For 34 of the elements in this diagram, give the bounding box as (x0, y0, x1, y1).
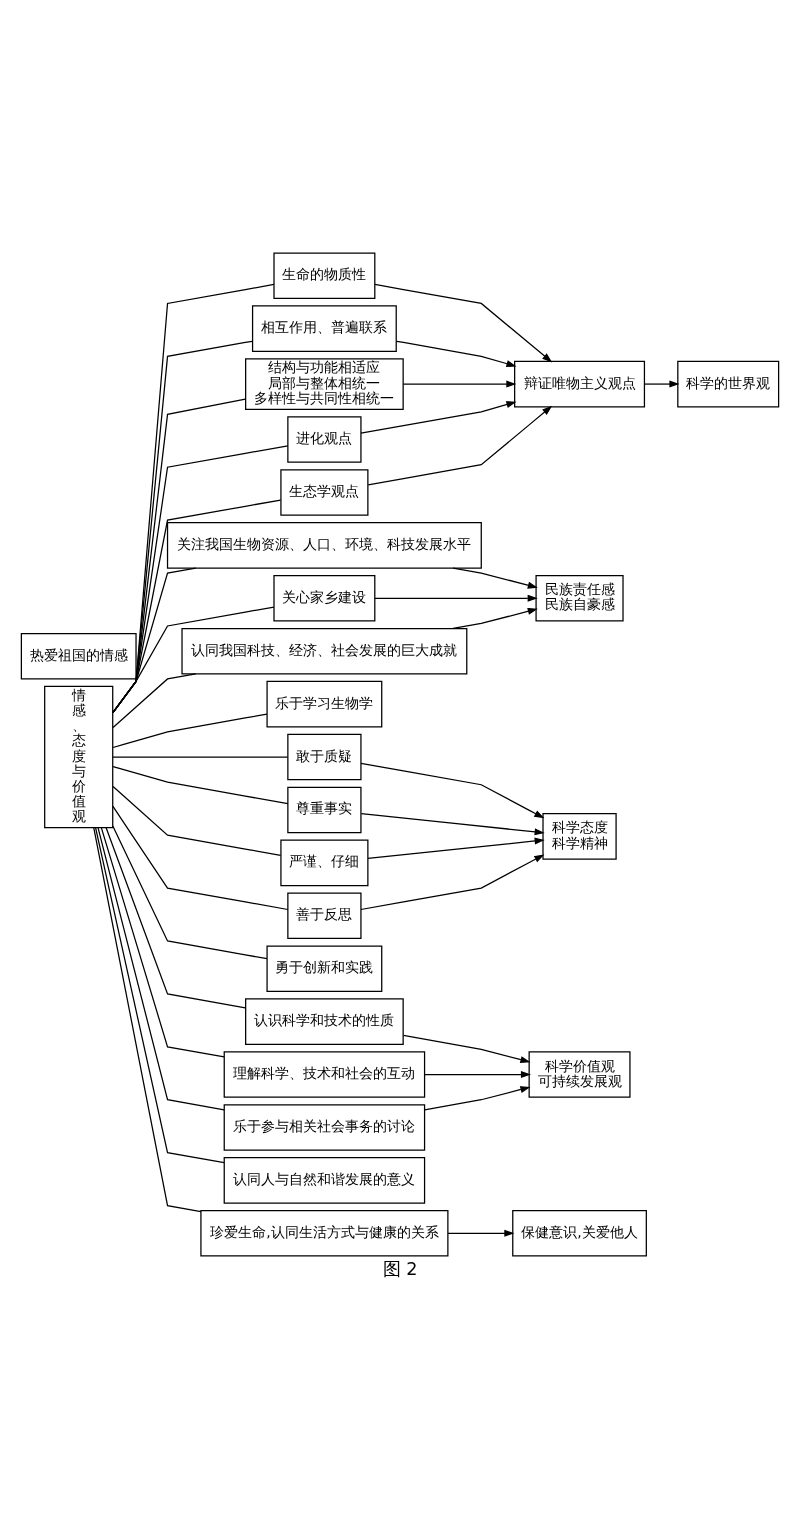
arrow (374, 283, 553, 363)
connector (112, 825, 268, 960)
arrow (396, 340, 517, 368)
caption: 图 2 (382, 1261, 418, 1282)
connector (97, 827, 225, 1111)
connector (100, 827, 225, 1058)
arrow (452, 607, 538, 630)
arrow (452, 567, 538, 589)
arrow (367, 405, 553, 486)
connector (112, 756, 289, 758)
arrow (374, 594, 538, 602)
arrow (360, 762, 545, 819)
arrow (402, 1034, 531, 1063)
connector (112, 713, 268, 749)
arrow (360, 854, 545, 911)
connector (112, 765, 289, 805)
connector (93, 827, 202, 1213)
arrow (360, 401, 517, 434)
connector (112, 805, 289, 911)
connector (112, 785, 282, 856)
arrow (424, 1071, 531, 1079)
connector (112, 499, 282, 714)
arrow (447, 1229, 515, 1237)
connector (105, 827, 246, 1009)
connector (112, 606, 275, 714)
arrow (367, 837, 545, 860)
arrow (360, 813, 545, 836)
connector (112, 673, 197, 729)
arrow (643, 380, 680, 388)
connector (112, 445, 289, 714)
connector (95, 827, 225, 1164)
arrow (424, 1086, 531, 1111)
connector (112, 283, 275, 714)
arrow (402, 380, 517, 388)
